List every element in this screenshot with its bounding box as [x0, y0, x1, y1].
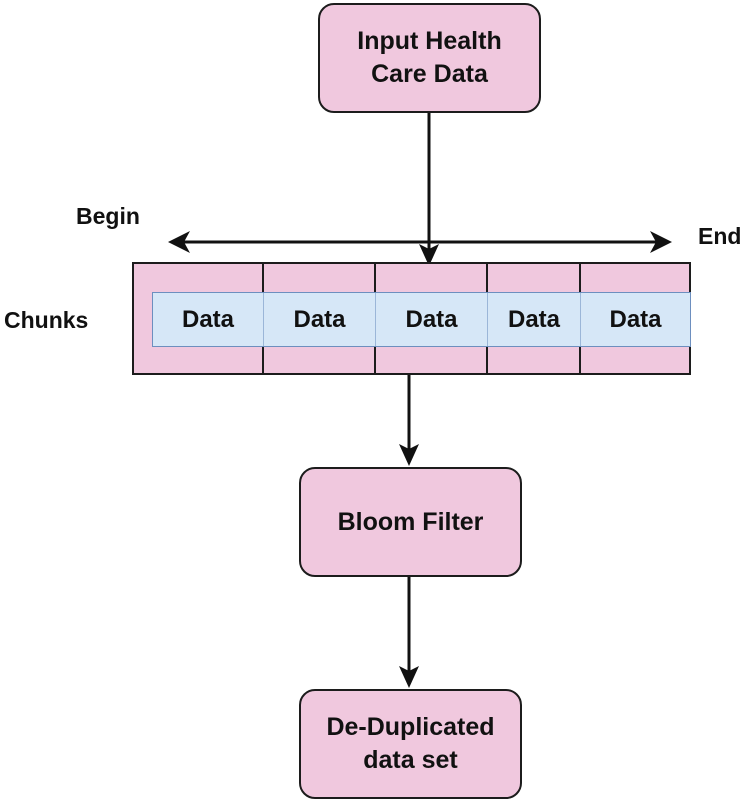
arrowhead-input-to-chunks [419, 244, 439, 266]
dedup-node-label: De-Duplicated data set [326, 713, 495, 774]
arrowhead-bloom-to-dedup [399, 666, 419, 688]
end-label: End [698, 223, 742, 249]
data-chunk-5: Data [609, 305, 662, 333]
data-chunk-2: Data [293, 305, 346, 333]
data-separator [375, 293, 376, 346]
bloom-node-label: Bloom Filter [337, 507, 484, 536]
data-separator [580, 293, 581, 346]
end-arrowhead [650, 231, 672, 253]
input-node-label: Input Health Care Data [357, 27, 502, 88]
data-chunk-1: Data [181, 305, 235, 333]
begin-arrowhead [168, 231, 190, 253]
data-chunk-3: Data [405, 305, 458, 333]
input-health-care-data-node: Input Health Care Data [318, 3, 541, 113]
arrowhead-chunks-to-bloom [399, 444, 419, 466]
data-chunk-4: Data [507, 305, 561, 333]
chunks-label: Chunks [4, 307, 89, 333]
bloom-filter-node: Bloom Filter [299, 467, 522, 577]
data-band: Data Data Data Data Data [152, 292, 691, 347]
chunk-strip: Data Data Data Data Data [132, 262, 691, 375]
data-separator [263, 293, 264, 346]
de-duplicated-data-set-node: De-Duplicated data set [299, 689, 522, 799]
data-separator [487, 293, 488, 346]
begin-label: Begin [76, 203, 140, 229]
